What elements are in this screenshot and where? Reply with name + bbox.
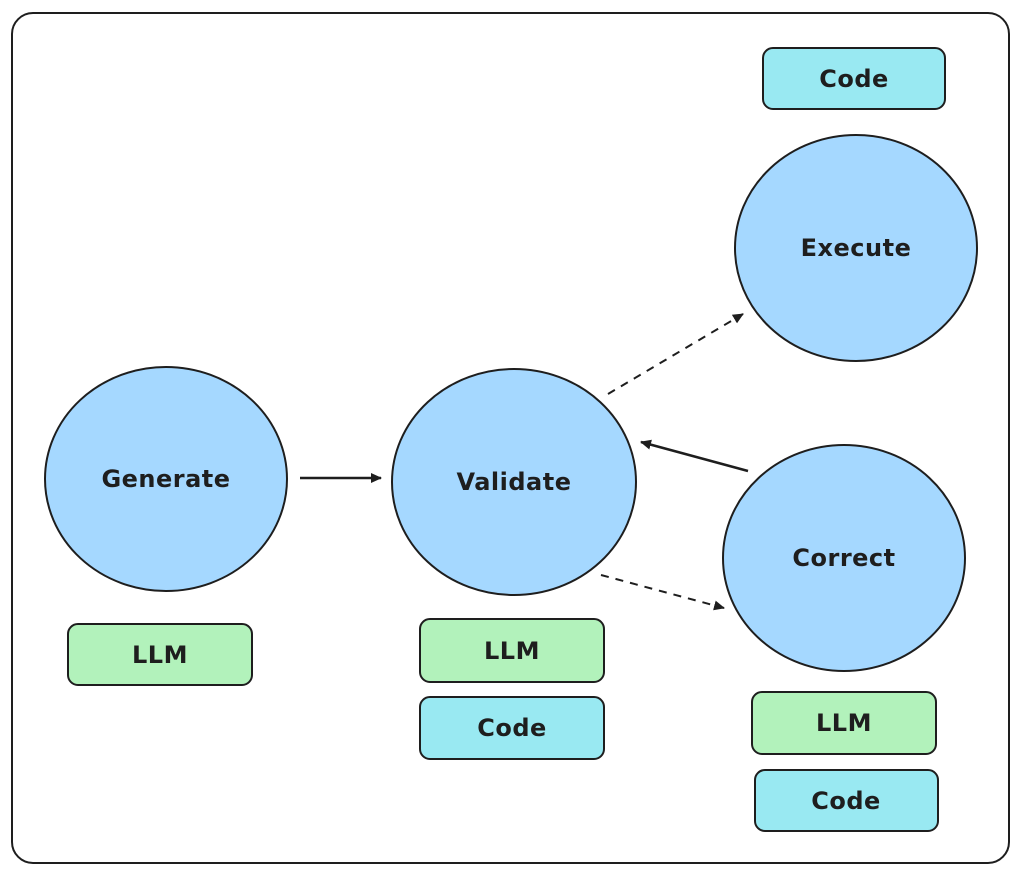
tag-generate-llm-label: LLM (132, 641, 188, 669)
tag-correct-llm-label: LLM (816, 709, 872, 737)
node-generate[interactable]: Generate (44, 366, 288, 592)
edge-validate-to-execute (607, 313, 744, 395)
tag-correct-llm: LLM (751, 691, 937, 755)
tag-execute-code-label: Code (819, 65, 889, 93)
edges (300, 313, 749, 611)
edge-validate-to-correct (600, 574, 725, 611)
node-validate-circle (391, 368, 637, 596)
node-execute-label: Execute (801, 234, 912, 262)
node-execute-circle (734, 134, 978, 362)
tag-validate-llm: LLM (419, 618, 605, 683)
node-generate-label: Generate (101, 465, 230, 493)
node-validate-label: Validate (456, 468, 571, 496)
node-execute[interactable]: Execute (734, 134, 978, 362)
tag-correct-code: Code (754, 769, 939, 832)
tag-validate-code: Code (419, 696, 605, 760)
tag-generate-llm: LLM (67, 623, 253, 686)
node-correct-circle (722, 444, 966, 672)
tag-validate-code-label: Code (477, 714, 547, 742)
node-validate[interactable]: Validate (391, 368, 637, 596)
node-generate-circle (44, 366, 288, 592)
node-correct-label: Correct (792, 544, 895, 572)
node-correct[interactable]: Correct (722, 444, 966, 672)
tag-correct-code-label: Code (811, 787, 881, 815)
tag-validate-llm-label: LLM (484, 637, 540, 665)
tag-execute-code: Code (762, 47, 946, 110)
edge-correct-to-validate (640, 439, 749, 473)
